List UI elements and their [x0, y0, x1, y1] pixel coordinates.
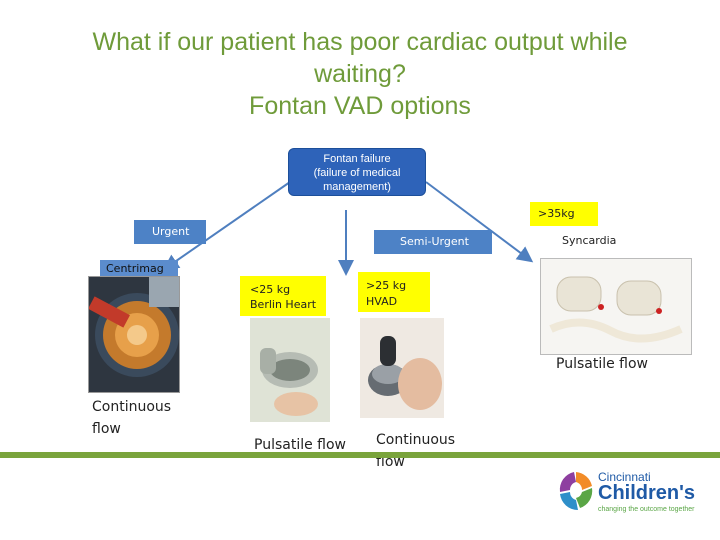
fontan-failure-box: Fontan failure (failure of medical manag… — [288, 148, 426, 196]
root-line-1: Fontan failure — [323, 153, 391, 165]
caption-right-line-2: flow — [376, 454, 405, 470]
title-line-3: Fontan VAD options — [249, 92, 471, 120]
cincinnati-childrens-logo: Cincinnati Children's changing the outco… — [556, 468, 706, 520]
semi-urgent-label: Semi-Urgent — [374, 230, 492, 254]
pulsatile-flow-caption-right: Pulsatile flow — [556, 356, 648, 372]
caption-left-line-2: flow — [92, 421, 121, 437]
root-line-3: management) — [323, 181, 391, 193]
weight-35kg-label: >35kg — [530, 202, 598, 226]
logo-tagline: changing the outcome together — [598, 506, 695, 513]
under-25kg-weight: <25 kg — [250, 283, 291, 296]
hvad-name: HVAD — [366, 295, 398, 308]
caption-right-line-1: Continuous — [376, 432, 456, 448]
urgent-label: Urgent — [134, 220, 206, 244]
arrow-to-syncardia — [425, 181, 534, 263]
syncardia-label: Syncardia — [562, 234, 617, 247]
continuous-flow-caption-right: Continuous flow — [376, 429, 455, 473]
logo-line-2: Children's — [598, 482, 695, 504]
logo-line-1: Cincinnati — [598, 470, 651, 484]
title-line-2: waiting? — [314, 60, 406, 88]
pulsatile-flow-caption-mid: Pulsatile flow — [254, 437, 346, 453]
berlin-heart-photo — [250, 318, 330, 422]
berlin-heart-name: Berlin Heart — [250, 298, 317, 311]
slide-title: What if our patient has poor cardiac out… — [40, 26, 680, 122]
title-line-1: What if our patient has poor cardiac out… — [92, 28, 628, 56]
footer-bar — [0, 452, 720, 458]
continuous-flow-caption-left: Continuous flow — [92, 396, 171, 440]
root-line-2: (failure of medical — [313, 167, 401, 179]
over-25kg-label: >25 kg HVAD — [358, 272, 430, 312]
arrow-to-urgent — [162, 181, 291, 271]
logo-emblem-icon — [559, 472, 593, 511]
caption-left-line-1: Continuous — [92, 399, 172, 415]
over-25kg-weight: >25 kg — [366, 279, 407, 292]
syncardia-photo — [540, 258, 692, 355]
hvad-photo — [360, 318, 444, 418]
under-25kg-label: <25 kg Berlin Heart — [240, 276, 326, 316]
centrimag-label: Centrimag — [100, 260, 178, 278]
centrimag-photo — [88, 276, 180, 393]
